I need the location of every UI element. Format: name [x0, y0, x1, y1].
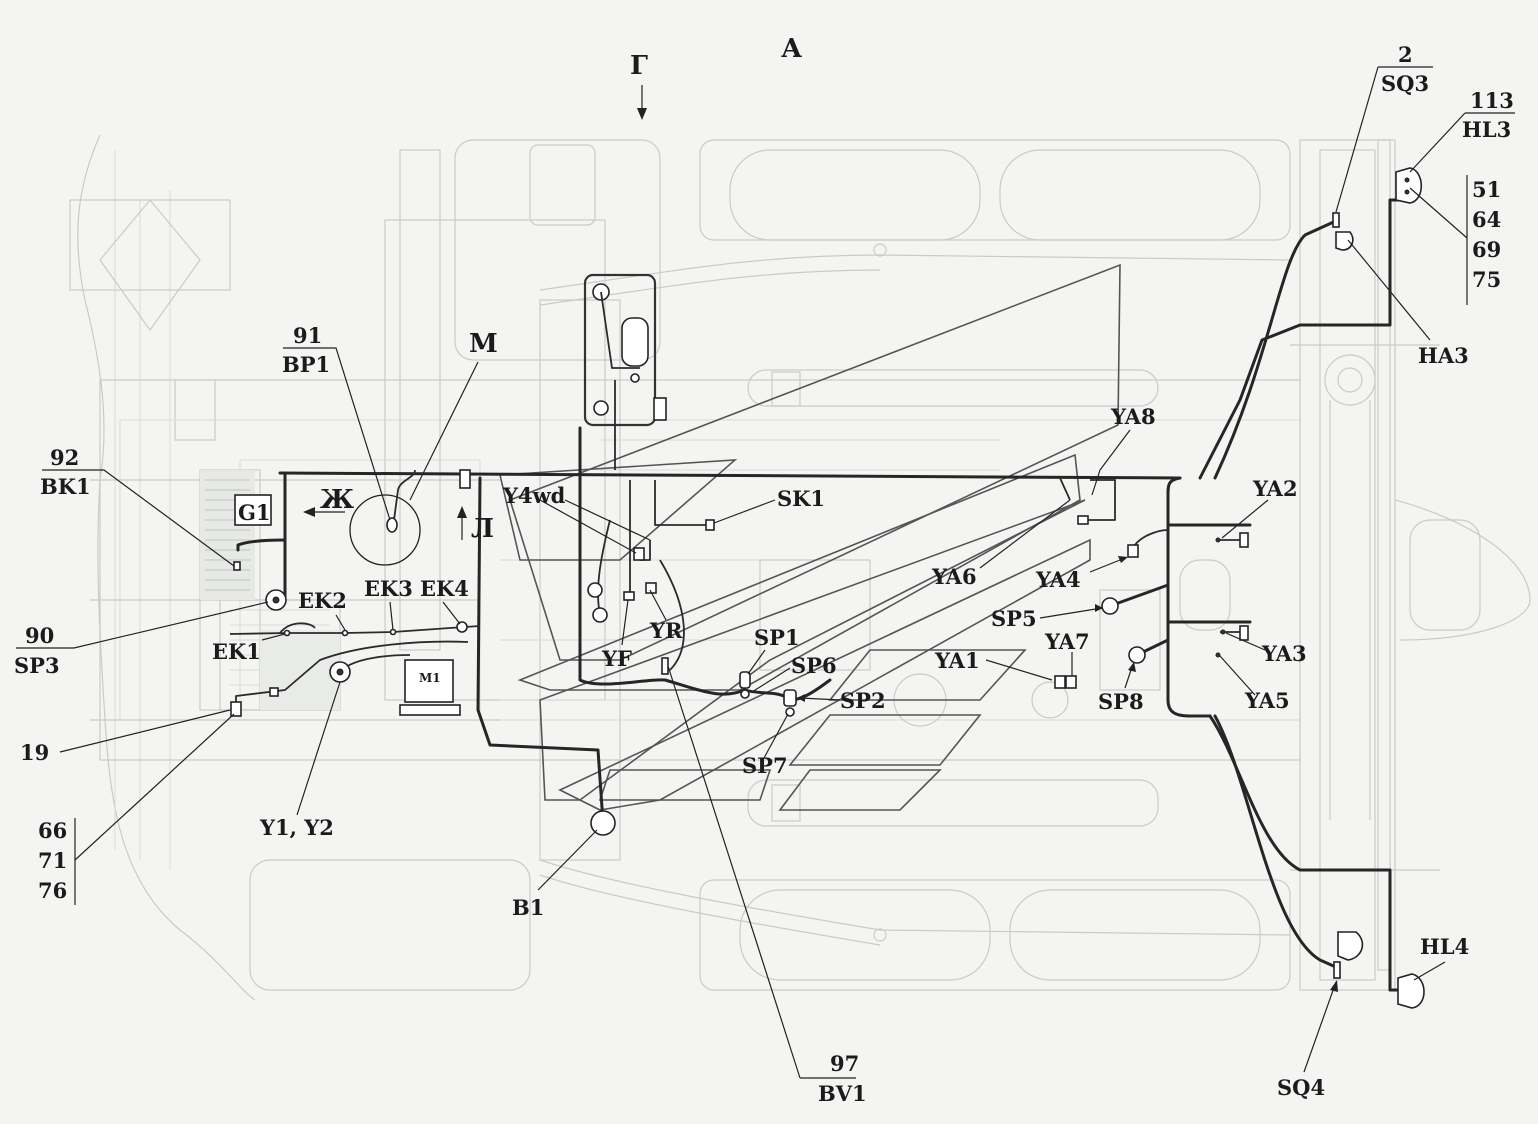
label-ya8: YA8 — [1110, 404, 1156, 429]
label-hl4: HL4 — [1420, 934, 1469, 959]
label-sp6: SP6 — [791, 653, 837, 678]
label-sq3-num: 2 — [1398, 42, 1413, 67]
label-hl3-num-2: 69 — [1472, 237, 1501, 262]
label-g1: G1 — [238, 500, 271, 525]
label-ya1: YA1 — [934, 648, 980, 673]
view-letter-m: М — [469, 329, 498, 359]
label-left-num-2: 76 — [38, 878, 67, 903]
label-sp1: SP1 — [754, 625, 800, 650]
steering-unit — [583, 273, 667, 427]
label-ek3: EK3 — [364, 576, 413, 601]
label-sk1: SK1 — [777, 486, 825, 511]
label-ya5: YA5 — [1244, 688, 1290, 713]
label-ya6: YA6 — [931, 564, 977, 589]
label-y4wd: Y4wd — [502, 483, 566, 508]
label-sp3: SP3 — [14, 653, 60, 678]
hl3-lamp-icon — [1395, 167, 1423, 204]
label-bk1-num: 92 — [50, 445, 79, 470]
view-letter-g: Г — [630, 51, 648, 81]
label-yr: YR — [649, 618, 683, 643]
label-hl3-num: 113 — [1470, 88, 1514, 113]
label-bk1: BK1 — [40, 474, 91, 499]
label-ha3: HA3 — [1418, 343, 1469, 368]
hl4-lamp-icon — [1397, 973, 1425, 1009]
components — [230, 167, 1425, 1009]
label-hl3-num-3: 75 — [1472, 267, 1501, 292]
label-ek1: EK1 — [212, 639, 261, 664]
label-y1-y2: Y1, Y2 — [259, 815, 334, 840]
labels: А Г М Ж Л 2 SQ3 113 HL3 51 64 69 75 HA3 … — [14, 34, 1514, 1106]
label-sq4: SQ4 — [1277, 1075, 1325, 1100]
label-sq3: SQ3 — [1381, 71, 1429, 96]
sq4-switch-icon — [1333, 961, 1341, 979]
label-m1: M1 — [419, 671, 441, 685]
view-letter-a: А — [781, 34, 802, 64]
label-yf: YF — [601, 646, 632, 671]
view-letter-zh: Ж — [320, 485, 354, 515]
wiring-harness — [229, 198, 1402, 992]
g1-generator-box — [234, 494, 272, 526]
label-hl3-num-0: 51 — [1472, 177, 1501, 202]
label-sp7: SP7 — [742, 753, 788, 778]
label-sp8: SP8 — [1098, 689, 1144, 714]
label-sp2: SP2 — [840, 688, 886, 713]
view-letter-l: Л — [471, 514, 494, 544]
engine-hatch — [200, 470, 340, 710]
label-left-num-0: 66 — [38, 818, 67, 843]
label-bp1-num: 91 — [293, 323, 322, 348]
ha3-horn-icon — [1335, 231, 1354, 251]
floor-plates — [499, 263, 1121, 811]
label-ya2: YA2 — [1252, 476, 1298, 501]
label-bp1: BP1 — [282, 352, 330, 377]
label-hl3-num-1: 64 — [1472, 207, 1501, 232]
label-b1: B1 — [512, 895, 544, 920]
label-ya4: YA4 — [1035, 567, 1081, 592]
label-ya3: YA3 — [1261, 641, 1307, 666]
label-ya7: YA7 — [1044, 629, 1090, 654]
label-ek4: EK4 — [420, 576, 469, 601]
label-left-num-1: 71 — [38, 848, 67, 873]
sq3-switch-icon — [1332, 212, 1340, 228]
label-sp3-num: 90 — [25, 623, 54, 648]
label-19: 19 — [20, 740, 49, 765]
label-ek2: EK2 — [298, 588, 347, 613]
m1-motor-box — [404, 659, 454, 703]
b1-buzzer-icon — [590, 810, 616, 836]
label-bv1-num: 97 — [830, 1051, 859, 1076]
label-sp5: SP5 — [991, 606, 1037, 631]
label-bv1: BV1 — [818, 1081, 867, 1106]
label-hl3: HL3 — [1462, 117, 1511, 142]
leader-lines — [16, 66, 1515, 1079]
bp1-detail-circle — [349, 494, 421, 566]
